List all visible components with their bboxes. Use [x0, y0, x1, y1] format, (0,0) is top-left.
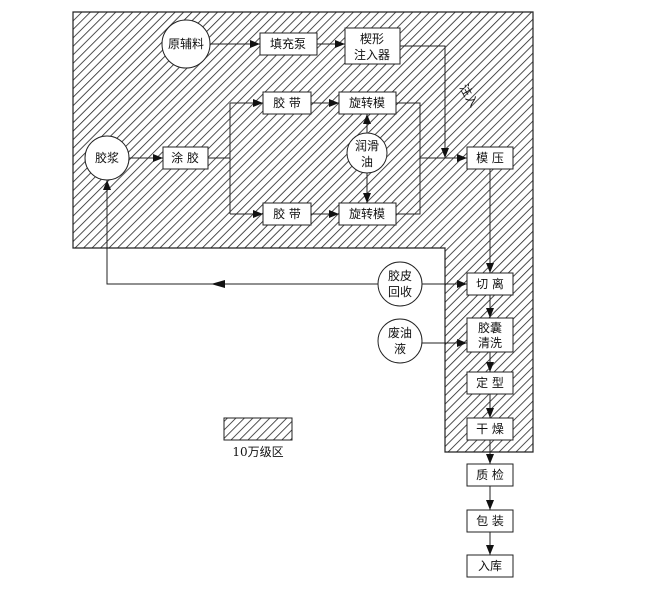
svg-text:胶 带: 胶 带 — [273, 95, 301, 110]
svg-text:润滑: 润滑 — [355, 139, 379, 153]
svg-text:胶皮: 胶皮 — [388, 268, 412, 283]
node-cutting: 切 离 — [466, 272, 514, 296]
svg-text:模 压: 模 压 — [476, 151, 504, 165]
connectors — [103, 40, 494, 555]
node-rotary-die-top: 旋转模 — [338, 91, 397, 115]
node-glue: 胶浆 — [84, 135, 130, 181]
node-shaping: 定 型 — [466, 371, 514, 395]
legend: 10万级区 — [223, 417, 293, 459]
node-packaging: 包 装 — [466, 509, 514, 533]
svg-text:胶 带: 胶 带 — [273, 206, 301, 221]
svg-text:回收: 回收 — [388, 285, 412, 299]
node-rotary-die-bottom: 旋转模 — [338, 202, 397, 226]
svg-text:质 检: 质 检 — [476, 467, 504, 482]
node-coating: 涂 胶 — [162, 146, 209, 170]
node-waste-oil: 废油 液 — [377, 318, 423, 364]
svg-text:胶囊: 胶囊 — [478, 320, 502, 335]
svg-text:定 型: 定 型 — [476, 375, 504, 390]
svg-text:涂 胶: 涂 胶 — [171, 150, 199, 165]
node-tape-top: 胶 带 — [262, 91, 312, 115]
svg-text:填充泵: 填充泵 — [270, 36, 306, 51]
svg-text:干 燥: 干 燥 — [476, 422, 504, 436]
node-drying: 干 燥 — [466, 417, 514, 441]
node-inspection: 质 检 — [466, 463, 514, 487]
node-wedge-injector: 楔形 注入器 — [344, 27, 401, 65]
svg-text:胶浆: 胶浆 — [95, 150, 119, 165]
node-lube-oil: 润滑 油 — [346, 132, 388, 174]
node-molding: 模 压 — [466, 146, 514, 170]
svg-text:旋转模: 旋转模 — [349, 206, 385, 221]
svg-text:楔形: 楔形 — [360, 32, 384, 46]
node-storage: 入库 — [466, 554, 514, 578]
svg-text:液: 液 — [394, 341, 406, 356]
svg-text:注入器: 注入器 — [354, 47, 390, 62]
svg-text:清洗: 清洗 — [478, 336, 502, 350]
node-fill-pump: 填充泵 — [259, 32, 318, 56]
legend-swatch — [223, 417, 293, 441]
node-tape-bottom: 胶 带 — [262, 202, 312, 226]
svg-text:切 离: 切 离 — [476, 276, 504, 291]
node-raw-material: 原辅料 — [161, 19, 211, 69]
cleanroom-zone — [72, 11, 534, 453]
svg-text:入库: 入库 — [478, 558, 502, 573]
svg-text:废油: 废油 — [388, 325, 412, 340]
node-skin-recycle: 胶皮 回收 — [377, 261, 423, 307]
svg-text:油: 油 — [361, 155, 373, 169]
svg-text:原辅料: 原辅料 — [168, 37, 204, 51]
node-capsule-wash: 胶囊 清洗 — [466, 317, 514, 353]
legend-label: 10万级区 — [232, 445, 283, 459]
svg-text:包 装: 包 装 — [476, 514, 504, 528]
svg-text:旋转模: 旋转模 — [349, 95, 385, 110]
